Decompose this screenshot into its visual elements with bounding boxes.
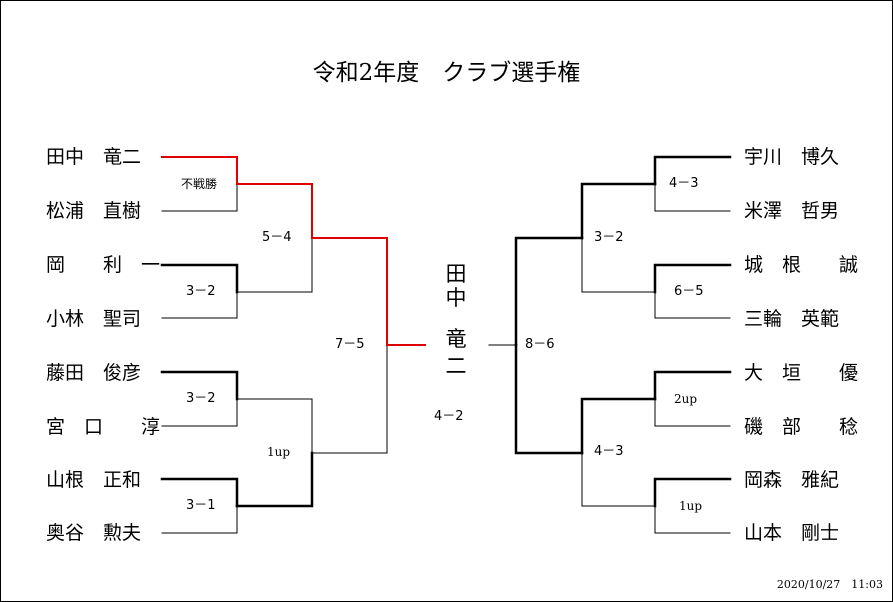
left-r1-score-1: 不戦勝 — [181, 177, 218, 191]
right-r1d-bottom — [654, 505, 731, 534]
left-player-2: 松浦 直樹 — [46, 200, 142, 222]
champion-char-4: 二 — [445, 354, 467, 378]
left-r1b-top — [160, 263, 239, 294]
left-r1a-top — [161, 156, 238, 185]
left-player-3: 岡 利 一 — [46, 254, 161, 276]
right-r2a-bottom — [581, 237, 656, 293]
left-r2-score-1: 5－4 — [262, 230, 292, 245]
right-r1d-top — [653, 477, 732, 508]
right-r2b-top — [580, 397, 657, 455]
right-r1a-top — [653, 155, 732, 186]
left-r1-score-2: 3－2 — [186, 284, 216, 299]
left-semi-bottom — [311, 344, 388, 454]
right-r1-score-4: 1up — [679, 499, 703, 513]
left-r1d-bottom — [161, 505, 238, 534]
right-r1-score-2: 6－5 — [674, 284, 704, 299]
right-player-7: 岡森 雅紀 — [744, 469, 840, 491]
right-r1a-bottom — [654, 183, 731, 212]
right-r1b-bottom — [654, 291, 731, 319]
right-player-6: 磯 部 稔 — [744, 416, 859, 438]
left-player-8: 奥谷 勲夫 — [46, 522, 142, 544]
left-player-5: 藤田 俊彦 — [46, 362, 142, 384]
left-r2b-bottom — [235, 451, 314, 508]
right-r2a-top — [580, 182, 657, 240]
left-r1d-top — [160, 477, 239, 508]
right-semi-score: 8－6 — [525, 337, 555, 352]
left-player-6: 宮 口 淳 — [46, 416, 161, 438]
left-r1-score-4: 3－1 — [186, 498, 216, 513]
left-r1c-bottom — [161, 398, 238, 427]
right-r1-score-1: 4－3 — [669, 176, 699, 191]
right-player-3: 城 根 誠 — [744, 254, 859, 276]
left-r1a-bottom — [161, 183, 238, 212]
left-r2a-top — [236, 183, 313, 239]
right-r1b-top — [653, 263, 732, 294]
right-player-4: 三輪 英範 — [744, 308, 840, 330]
left-r1c-top — [160, 370, 239, 401]
right-r2b-bottom — [581, 452, 656, 507]
right-player-2: 米澤 哲男 — [744, 200, 840, 222]
champion-char-1: 田 — [445, 262, 467, 286]
champion-char-2: 中 — [445, 286, 467, 310]
left-r2b-top — [236, 398, 313, 454]
right-r1c-bottom — [654, 398, 731, 427]
champion-char-3: 竜 — [445, 327, 467, 351]
left-player-7: 山根 正和 — [46, 469, 142, 491]
left-player-4: 小林 聖司 — [46, 308, 142, 330]
right-r2-score-1: 3－2 — [594, 230, 624, 245]
left-r2a-bottom — [236, 237, 313, 293]
right-player-5: 大 垣 優 — [744, 362, 859, 384]
right-player-1: 宇川 博久 — [744, 146, 840, 168]
left-player-1: 田中 竜二 — [46, 146, 142, 168]
left-semi-top — [311, 237, 388, 346]
page-title: 令和2年度 クラブ選手権 — [312, 60, 581, 86]
timestamp: 2020/10/27 11:03 — [776, 578, 883, 591]
right-player-8: 山本 剛士 — [744, 522, 840, 544]
right-semi-bottom — [514, 343, 584, 455]
right-r1c-top — [653, 370, 732, 401]
final-score: 4－2 — [434, 409, 464, 424]
left-r1b-bottom — [161, 291, 238, 319]
right-r2-score-2: 4－3 — [594, 444, 624, 459]
left-r1-score-3: 3－2 — [186, 391, 216, 406]
left-semi-score: 7－5 — [335, 337, 365, 352]
left-r2-score-2: 1up — [267, 445, 291, 459]
right-r1-score-3: 2up — [674, 392, 698, 406]
right-semi-top — [514, 236, 584, 347]
